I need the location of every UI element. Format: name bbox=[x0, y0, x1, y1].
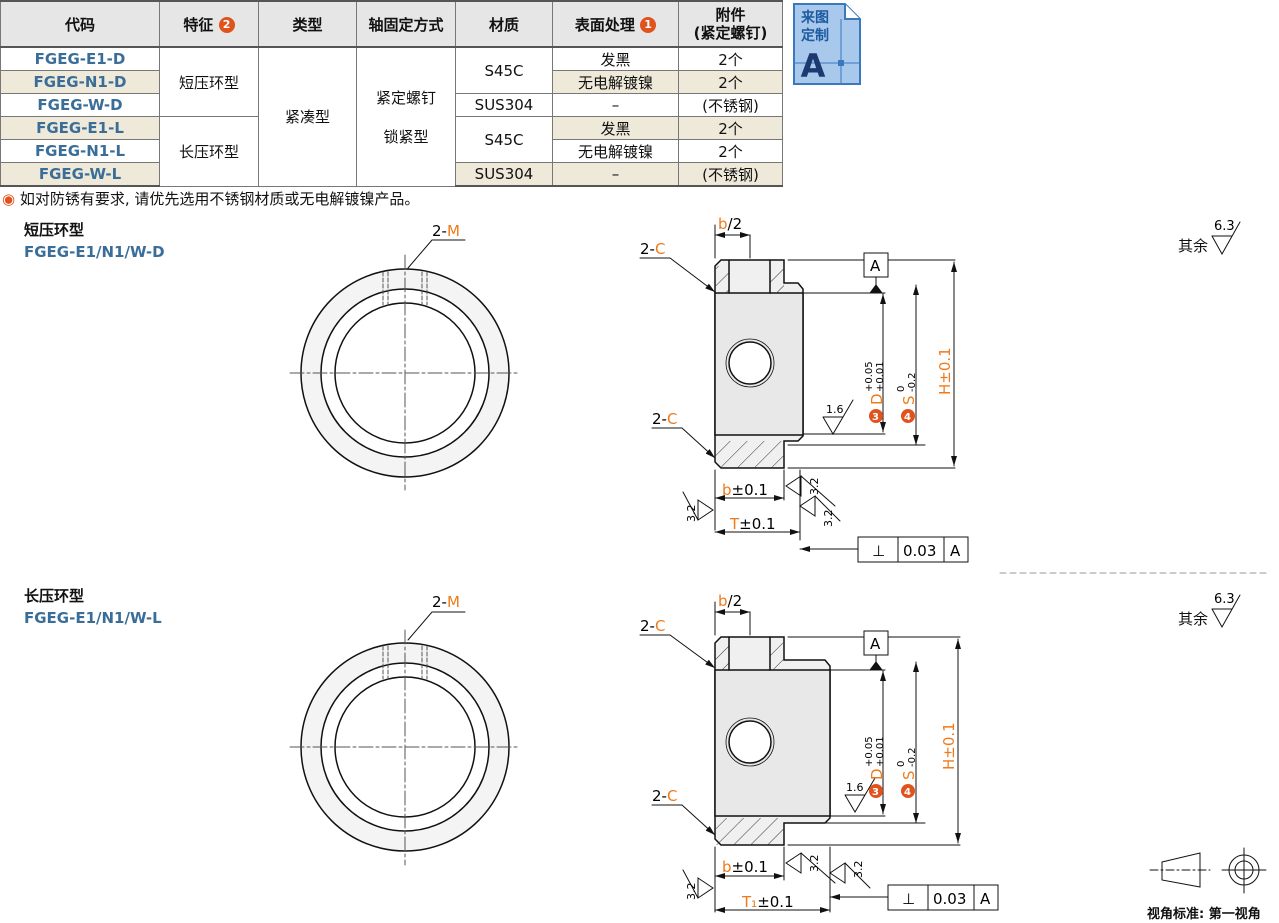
svg-text:H±0.1: H±0.1 bbox=[940, 722, 958, 770]
svg-text:3.2: 3.2 bbox=[808, 478, 821, 496]
general-roughness: 其余 bbox=[1178, 610, 1209, 628]
rust-note: ◉ 如对防锈有要求, 请优先选用不锈钢材质或无电解镀镍产品。 bbox=[2, 190, 420, 208]
svg-text:⊥: ⊥ bbox=[872, 542, 885, 560]
svg-text:4: 4 bbox=[904, 787, 911, 798]
svg-text:3.2: 3.2 bbox=[852, 861, 865, 879]
code-cell[interactable]: FGEG-E1-L bbox=[0, 116, 160, 140]
surface-cell: 无电解镀镍 bbox=[552, 139, 679, 163]
svg-text:-0.2: -0.2 bbox=[907, 372, 918, 392]
svg-text:b±0.1: b±0.1 bbox=[722, 481, 768, 499]
svg-text:0: 0 bbox=[896, 386, 907, 392]
svg-text:0.03: 0.03 bbox=[933, 890, 966, 908]
svg-text:+0.01: +0.01 bbox=[875, 361, 886, 392]
roughness-value: 6.3 bbox=[1214, 592, 1235, 607]
svg-text:+0.05: +0.05 bbox=[864, 736, 875, 767]
surface-cell: 发黑 bbox=[552, 46, 679, 71]
side-view-short bbox=[639, 224, 969, 563]
svg-text:1.6: 1.6 bbox=[846, 781, 864, 794]
general-roughness: 其余 bbox=[1178, 237, 1209, 255]
svg-text:1.6: 1.6 bbox=[826, 403, 844, 416]
code-cell[interactable]: FGEG-W-L bbox=[0, 162, 160, 187]
header-material: 材质 bbox=[455, 0, 553, 48]
svg-text:3.2: 3.2 bbox=[822, 510, 835, 528]
accessory-cell: 2个 bbox=[678, 139, 783, 163]
svg-text:2-C: 2-C bbox=[652, 787, 677, 805]
svg-text:-0.2: -0.2 bbox=[907, 747, 918, 767]
type-cell: 紧凑型 bbox=[258, 46, 357, 187]
front-view-long bbox=[289, 611, 521, 866]
surface-cell: – bbox=[552, 162, 679, 187]
surface-cell: 无电解镀镍 bbox=[552, 70, 679, 94]
side-dims-short: b/2 2-C 2-C A 1.6 D +0.05 +0.01 S 0 -0.2… bbox=[640, 215, 961, 560]
fix-cell: 紧定螺钉锁紧型 bbox=[356, 46, 456, 187]
svg-text:3: 3 bbox=[872, 412, 879, 423]
svg-text:A: A bbox=[950, 542, 961, 560]
material-cell: S45C bbox=[455, 116, 553, 163]
view-standard: 视角标准: 第一视角 bbox=[1147, 907, 1261, 922]
header-type: 类型 bbox=[258, 0, 357, 48]
svg-text:A: A bbox=[980, 890, 991, 908]
front-view-short bbox=[289, 239, 521, 491]
svg-text:3: 3 bbox=[872, 787, 879, 798]
surface-cell: 发黑 bbox=[552, 116, 679, 140]
svg-text:⊥: ⊥ bbox=[902, 890, 915, 908]
table-row: FGEG-W-L SUS304–(不锈钢) bbox=[0, 162, 783, 187]
svg-text:b±0.1: b±0.1 bbox=[722, 858, 768, 876]
thread-label: 2-M bbox=[432, 593, 460, 611]
svg-text:2-C: 2-C bbox=[652, 410, 677, 428]
svg-text:b/2: b/2 bbox=[718, 592, 742, 610]
feature-cell: 短压环型 bbox=[159, 46, 259, 117]
svg-text:H±0.1: H±0.1 bbox=[936, 347, 954, 395]
side-dims-long: b/2 2-C 2-C A 1.6 D +0.05 +0.01 S 0 -0.2… bbox=[640, 592, 991, 911]
spec-table: 代码 特征 2 类型 轴固定方式 材质 表面处理 1 附件(紧定螺钉) FGEG… bbox=[0, 0, 783, 187]
bullet-icon: ◉ bbox=[2, 190, 16, 208]
svg-text:S: S bbox=[900, 770, 918, 780]
accessory-cell: (不锈钢) bbox=[678, 162, 783, 187]
code-cell[interactable]: FGEG-W-D bbox=[0, 93, 160, 117]
svg-text:S: S bbox=[900, 395, 918, 405]
svg-text:D: D bbox=[868, 768, 886, 780]
svg-text:2-C: 2-C bbox=[640, 240, 665, 258]
custom-drawing-badge[interactable]: 来图 定制 A bbox=[793, 3, 861, 85]
accessory-cell: 2个 bbox=[678, 116, 783, 140]
feature-cell: 长压环型 bbox=[159, 116, 259, 187]
svg-text:b/2: b/2 bbox=[718, 215, 742, 233]
svg-text:T₁±0.1: T₁±0.1 bbox=[741, 893, 794, 911]
svg-text:T±0.1: T±0.1 bbox=[729, 515, 776, 533]
roughness-symbol bbox=[1211, 221, 1241, 629]
svg-text:2-C: 2-C bbox=[640, 617, 665, 635]
svg-text:A: A bbox=[870, 257, 881, 275]
badge-letter: A bbox=[801, 47, 826, 85]
svg-text:+0.01: +0.01 bbox=[875, 736, 886, 767]
code-cell[interactable]: FGEG-N1-L bbox=[0, 139, 160, 163]
svg-text:3.2: 3.2 bbox=[808, 855, 821, 873]
svg-text:A: A bbox=[870, 635, 881, 653]
header-fix: 轴固定方式 bbox=[356, 0, 456, 48]
svg-text:0.03: 0.03 bbox=[903, 542, 936, 560]
header-accessory: 附件(紧定螺钉) bbox=[678, 0, 783, 48]
svg-text:3.2: 3.2 bbox=[685, 883, 698, 901]
svg-text:D: D bbox=[868, 393, 886, 405]
first-angle-projection-icon bbox=[1149, 847, 1267, 894]
badge-text: 定制 bbox=[801, 27, 829, 44]
accessory-cell: (不锈钢) bbox=[678, 93, 783, 117]
svg-text:+0.05: +0.05 bbox=[864, 361, 875, 392]
header-code: 代码 bbox=[0, 0, 160, 48]
code-cell[interactable]: FGEG-E1-D bbox=[0, 46, 160, 71]
thread-label: 2-M bbox=[432, 222, 460, 240]
svg-text:3.2: 3.2 bbox=[685, 505, 698, 523]
side-view-long bbox=[639, 601, 999, 913]
badge-text: 来图 bbox=[800, 10, 829, 26]
svg-text:0: 0 bbox=[896, 761, 907, 767]
roughness-value: 6.3 bbox=[1214, 219, 1235, 234]
material-cell: SUS304 bbox=[455, 162, 553, 187]
material-cell: S45C bbox=[455, 46, 553, 94]
svg-text:4: 4 bbox=[904, 412, 911, 423]
